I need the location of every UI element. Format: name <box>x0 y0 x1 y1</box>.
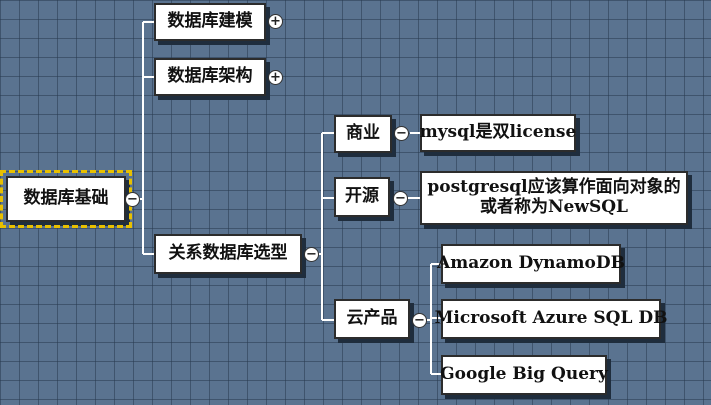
leaf-postgresql-line-1: postgresql应该算作面向对象的 <box>427 177 681 198</box>
leaf-microsoft-azure-sql-db[interactable]: Microsoft Azure SQL DB <box>435 299 667 339</box>
node-relational-db-selection[interactable]: 关系数据库选型 <box>154 234 302 274</box>
node-cloud-products[interactable]: 云产品 <box>334 299 410 339</box>
root-node[interactable]: 数据库基础 <box>0 170 132 228</box>
architecture-expand-toggle[interactable]: + <box>268 70 283 85</box>
relational-collapse-toggle[interactable]: − <box>304 247 319 262</box>
node-database-architecture-label: 数据库架构 <box>167 66 253 87</box>
modeling-expand-toggle[interactable]: + <box>268 14 283 29</box>
node-relational-db-selection-label: 关系数据库选型 <box>168 243 288 264</box>
relational-connector <box>319 132 334 321</box>
root-connector <box>139 21 154 255</box>
node-cloud-products-label: 云产品 <box>346 308 398 329</box>
cloud-collapse-toggle[interactable]: − <box>412 313 427 328</box>
node-open-source-label: 开源 <box>345 186 379 207</box>
leaf-google-big-query[interactable]: Google Big Query <box>440 355 608 395</box>
leaf-microsoft-azure-sql-db-label: Microsoft Azure SQL DB <box>434 308 668 329</box>
node-database-modeling-label: 数据库建模 <box>167 11 253 32</box>
leaf-postgresql-note[interactable]: postgresql应该算作面向对象的 或者称为NewSQL <box>420 171 688 225</box>
leaf-postgresql-note-text: postgresql应该算作面向对象的 或者称为NewSQL <box>427 178 680 217</box>
opensource-collapse-toggle[interactable]: − <box>393 191 408 206</box>
node-database-modeling[interactable]: 数据库建模 <box>154 3 266 41</box>
leaf-mysql-license[interactable]: mysql是双license <box>420 114 576 152</box>
root-collapse-toggle[interactable]: − <box>125 192 140 207</box>
commercial-collapse-toggle[interactable]: − <box>394 126 409 141</box>
node-commercial-label: 商业 <box>346 123 380 144</box>
node-open-source[interactable]: 开源 <box>334 177 390 217</box>
cloud-connector <box>427 263 441 375</box>
leaf-amazon-dynamodb[interactable]: Amazon DynamoDB <box>437 244 625 284</box>
leaf-mysql-license-label: mysql是双license <box>419 122 577 143</box>
node-database-architecture[interactable]: 数据库架构 <box>154 58 266 96</box>
root-label: 数据库基础 <box>23 188 109 209</box>
leaf-google-big-query-label: Google Big Query <box>440 364 608 385</box>
leaf-postgresql-line-2: 或者称为NewSQL <box>479 197 628 217</box>
node-commercial[interactable]: 商业 <box>334 115 392 153</box>
leaf-amazon-dynamodb-label: Amazon DynamoDB <box>437 253 625 274</box>
